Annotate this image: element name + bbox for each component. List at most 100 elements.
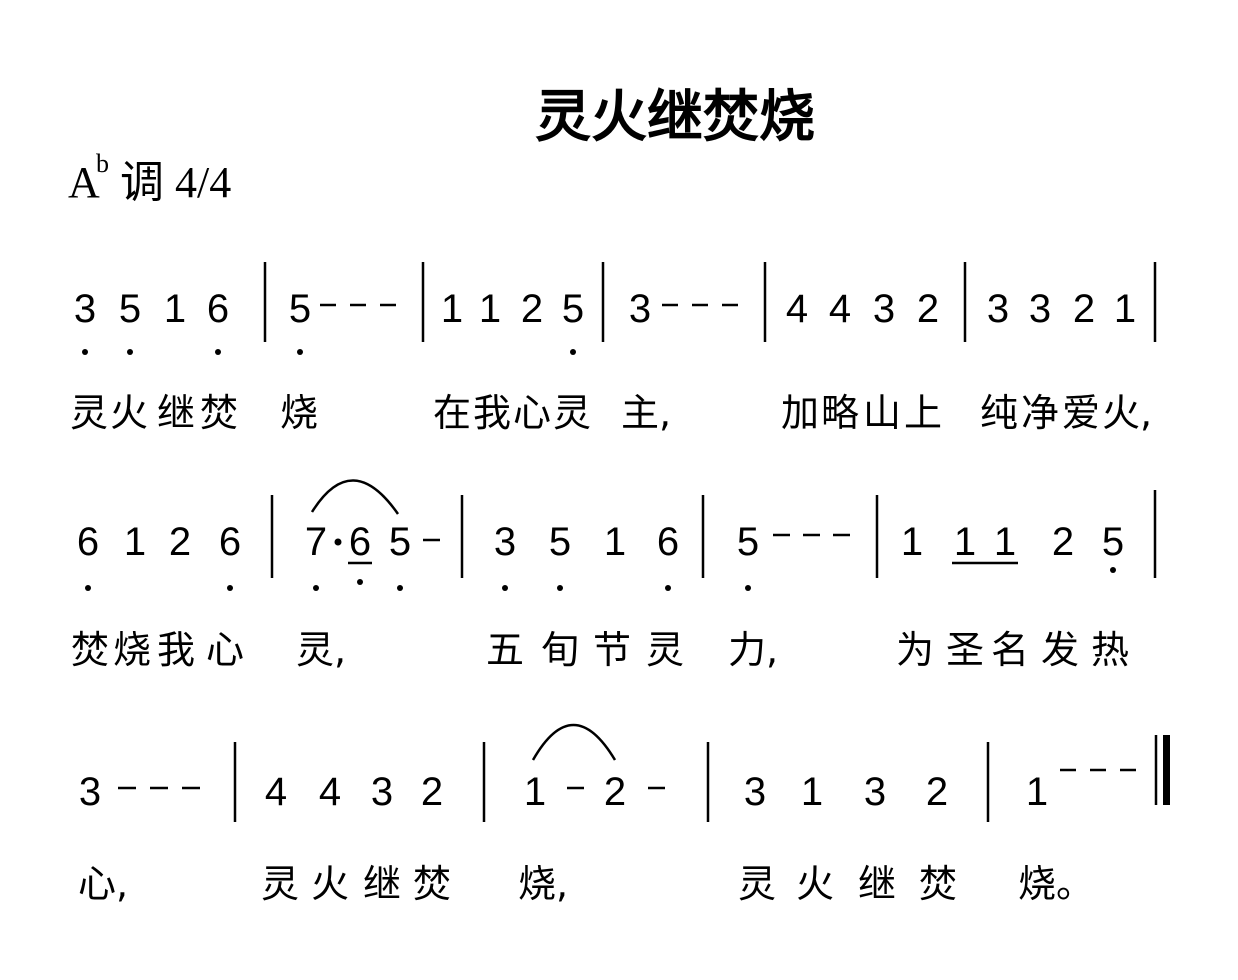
lyric: 爱 — [1062, 391, 1100, 435]
lyric: 火 — [311, 862, 349, 906]
tie-arc — [531, 723, 617, 761]
note: 4 — [786, 287, 808, 331]
octave-dot — [665, 585, 671, 591]
lyric: 五 — [486, 628, 524, 672]
note: 1 — [954, 520, 976, 564]
note: 2 — [1052, 520, 1074, 564]
note: 3 — [987, 287, 1009, 331]
note: 1 — [801, 770, 823, 814]
lyric: 焚 — [413, 862, 451, 906]
note: 5 — [1102, 520, 1124, 564]
lyric: 我 — [473, 391, 511, 435]
note: 5 — [549, 520, 571, 564]
lyric: 火 — [110, 391, 148, 435]
augmentation-dot — [334, 538, 342, 546]
note: 1 — [901, 520, 923, 564]
system-1: 3 5 1 6 5 1 1 2 5 3 4 4 3 2 3 3 2 1 灵 — [70, 262, 1157, 435]
octave-dot — [82, 349, 88, 355]
lyric: 略 — [821, 391, 859, 435]
note: 1 — [524, 770, 546, 814]
lyric: 灵 — [553, 391, 591, 435]
note: 1 — [164, 287, 186, 331]
note: 4 — [319, 770, 341, 814]
lyric: 火 — [796, 862, 834, 906]
octave-dot — [215, 349, 221, 355]
note: 2 — [926, 770, 948, 814]
note: 5 — [389, 520, 411, 564]
key-text: 调 4/4 — [120, 158, 231, 207]
lyric: 上 — [904, 391, 942, 435]
note: 5 — [562, 287, 584, 331]
note: 3 — [494, 520, 516, 564]
lyric: 烧 — [113, 628, 151, 672]
lyric: 焚 — [200, 391, 238, 435]
lyric: 加 — [781, 391, 819, 435]
note: 3 — [74, 287, 96, 331]
note: 6 — [207, 287, 229, 331]
lyric: 烧, — [518, 862, 568, 906]
note: 5 — [737, 520, 759, 564]
lyric: 我 — [157, 628, 195, 672]
note: 6 — [657, 520, 679, 564]
octave-dot — [227, 585, 233, 591]
octave-dot — [297, 349, 303, 355]
lyric: 在 — [433, 391, 471, 435]
lyric: 纯 — [980, 391, 1018, 435]
lyric: 旬 — [541, 628, 579, 672]
note: 3 — [744, 770, 766, 814]
octave-dot — [502, 585, 508, 591]
note: 1 — [479, 287, 501, 331]
octave-dot — [313, 585, 319, 591]
lyric: 山 — [863, 391, 901, 435]
lyric: 灵 — [261, 862, 299, 906]
lyric: 灵 — [646, 628, 684, 672]
lyric: 净 — [1021, 391, 1059, 435]
note: 7 — [305, 520, 327, 564]
lyric: 灵 — [70, 391, 108, 435]
note: 3 — [864, 770, 886, 814]
note: 3 — [873, 287, 895, 331]
tie-arc — [310, 479, 400, 515]
note: 3 — [79, 770, 101, 814]
lyric: 心 — [513, 391, 551, 435]
final-barline-thick — [1163, 735, 1170, 805]
note: 4 — [265, 770, 287, 814]
note: 3 — [629, 287, 651, 331]
key-accidental: b — [96, 149, 109, 178]
lyric: 力, — [728, 628, 778, 672]
lyric: 烧。 — [1018, 862, 1094, 906]
system-3: 3 4 4 3 2 1 2 3 1 3 2 1 心, 灵 火 继 焚 烧, 灵 … — [78, 723, 1170, 906]
note: 1 — [994, 520, 1016, 564]
lyric: 热 — [1091, 628, 1129, 672]
lyric: 焚 — [919, 862, 957, 906]
song-title: 灵火继焚烧 — [535, 85, 815, 150]
note: 1 — [1026, 770, 1048, 814]
lyric: 焚 — [71, 628, 109, 672]
lyric: 继 — [363, 862, 401, 906]
octave-dot — [745, 585, 751, 591]
lyric: 继 — [157, 391, 195, 435]
octave-dot — [397, 585, 403, 591]
note: 2 — [521, 287, 543, 331]
note: 2 — [169, 520, 191, 564]
lyric: 发 — [1041, 628, 1079, 672]
key-signature: A b 调 4/4 — [68, 149, 231, 207]
note: 3 — [371, 770, 393, 814]
lyric: 烧 — [280, 391, 318, 435]
note: 2 — [1073, 287, 1095, 331]
octave-dot — [127, 349, 133, 355]
lyric: 节 — [593, 628, 631, 672]
octave-dot — [1110, 567, 1116, 573]
lyric: 灵 — [738, 862, 776, 906]
lyric: 名 — [991, 628, 1029, 672]
note: 3 — [1029, 287, 1051, 331]
octave-dot — [570, 349, 576, 355]
lyric: 心 — [206, 628, 244, 672]
note: 1 — [1114, 287, 1136, 331]
lyric: 火, — [1102, 391, 1152, 435]
note: 1 — [604, 520, 626, 564]
octave-dot — [557, 585, 563, 591]
lyric: 圣 — [946, 628, 984, 672]
note: 5 — [119, 287, 141, 331]
